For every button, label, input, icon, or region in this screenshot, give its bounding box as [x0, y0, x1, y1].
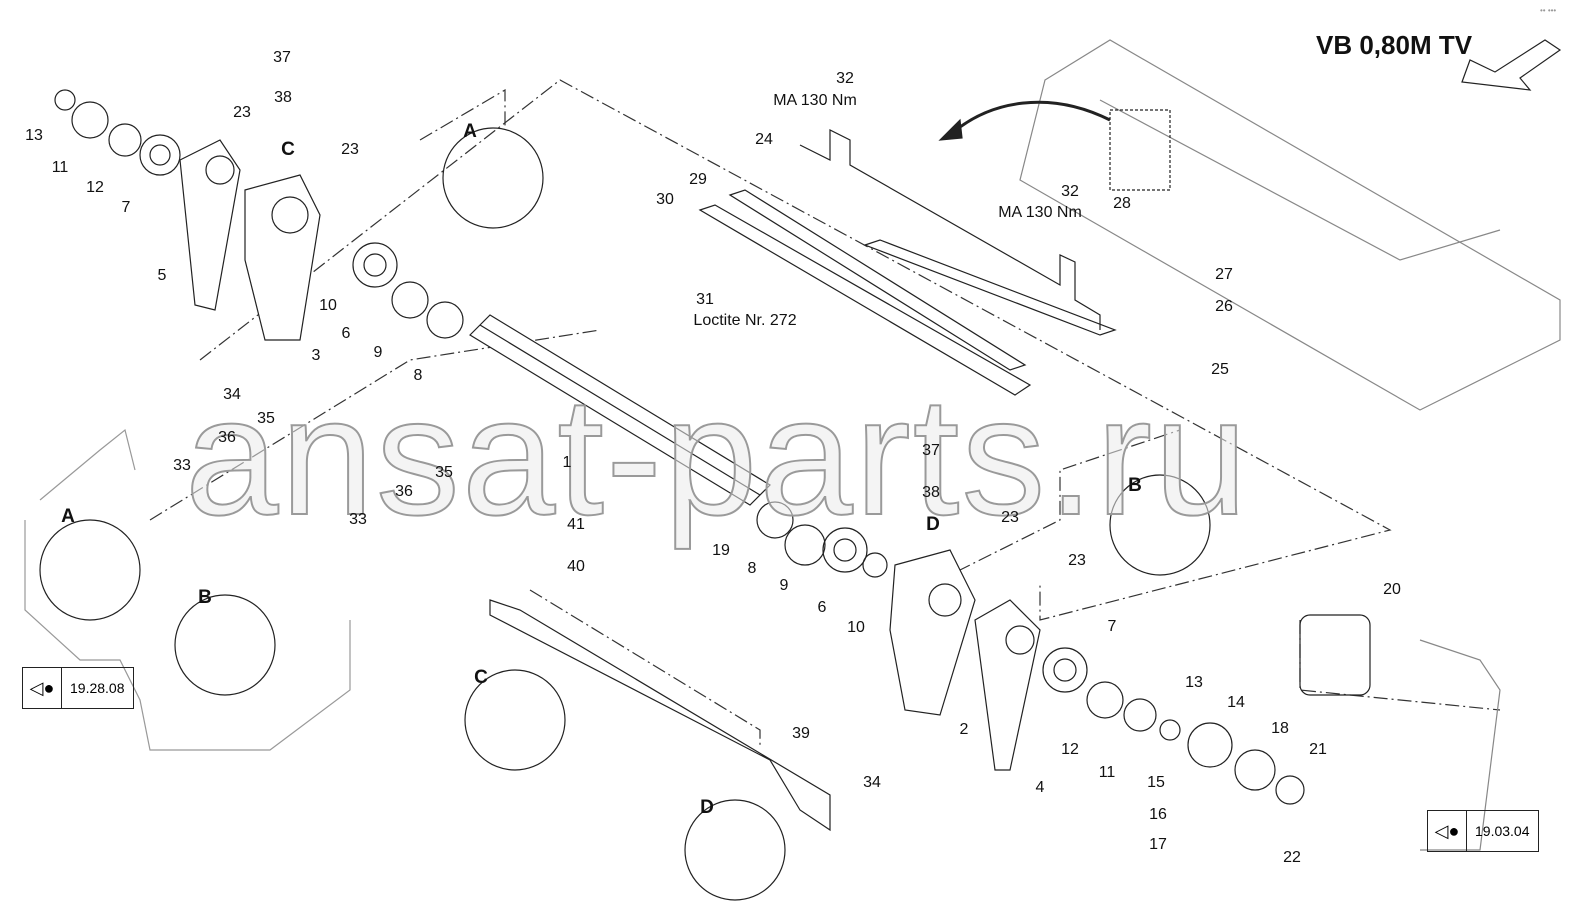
- part-callout[interactable]: 26: [1215, 298, 1233, 315]
- part-callout[interactable]: 9: [779, 577, 789, 594]
- part-callout[interactable]: MA 130 Nm: [773, 92, 857, 109]
- part-callout[interactable]: 8: [747, 560, 757, 577]
- part-callout[interactable]: 37: [922, 442, 940, 459]
- part-callout[interactable]: 11: [1098, 764, 1116, 781]
- part-callout[interactable]: 13: [1185, 674, 1203, 691]
- detail-view-label[interactable]: B: [198, 587, 212, 608]
- part-callout[interactable]: 23: [341, 141, 359, 158]
- part-callout[interactable]: 12: [86, 179, 104, 196]
- corner-mark: •• •••: [1540, 6, 1557, 15]
- part-callout[interactable]: 2: [959, 721, 969, 738]
- part-callout[interactable]: 35: [257, 410, 275, 427]
- part-callout[interactable]: 32: [836, 70, 854, 87]
- part-callout[interactable]: 10: [847, 619, 865, 636]
- part-callout[interactable]: 32: [1061, 183, 1079, 200]
- part-callout[interactable]: 3: [311, 347, 321, 364]
- part-callout[interactable]: 23: [1068, 552, 1086, 569]
- part-callout[interactable]: 17: [1149, 836, 1167, 853]
- part-callout[interactable]: 40: [567, 558, 585, 575]
- part-callout[interactable]: 28: [1113, 195, 1131, 212]
- part-callout[interactable]: 30: [656, 191, 674, 208]
- detail-view-label[interactable]: B: [1128, 475, 1142, 496]
- shaft: [469, 314, 771, 506]
- part-callout[interactable]: 25: [1211, 361, 1229, 378]
- part-callout[interactable]: 27: [1215, 266, 1233, 283]
- part-callout[interactable]: 13: [25, 127, 43, 144]
- part-callout[interactable]: 37: [273, 49, 291, 66]
- part-callout[interactable]: 34: [223, 386, 241, 403]
- detail-view-label[interactable]: A: [61, 506, 75, 527]
- reference-box-19-28-08[interactable]: ◁● 19.28.08: [22, 667, 134, 709]
- part-callout[interactable]: 38: [922, 484, 940, 501]
- reference-box-19-03-04[interactable]: ◁● 19.03.04: [1427, 810, 1539, 852]
- part-callout[interactable]: 41: [567, 516, 585, 533]
- part-callout[interactable]: 10: [319, 297, 337, 314]
- part-callout[interactable]: 1: [562, 454, 572, 471]
- part-callout[interactable]: Loctite Nr. 272: [693, 312, 797, 329]
- part-callout[interactable]: 16: [1149, 806, 1167, 823]
- part-callout[interactable]: 34: [863, 774, 881, 791]
- part-callout[interactable]: 6: [817, 599, 827, 616]
- part-callout[interactable]: 7: [1107, 618, 1117, 635]
- part-callout[interactable]: 15: [1147, 774, 1165, 791]
- part-callout[interactable]: 12: [1061, 741, 1079, 758]
- eye-icon: ◁●: [23, 668, 62, 708]
- part-callout[interactable]: 20: [1383, 581, 1401, 598]
- detail-view-label[interactable]: D: [926, 514, 940, 535]
- part-callout[interactable]: 23: [1001, 509, 1019, 526]
- part-callout[interactable]: 36: [395, 483, 413, 500]
- part-callout[interactable]: 38: [274, 89, 292, 106]
- view-title: VB 0,80M TV: [1316, 30, 1473, 60]
- part-callout[interactable]: 4: [1035, 779, 1045, 796]
- part-callout[interactable]: 23: [233, 104, 251, 121]
- part-callout[interactable]: 21: [1309, 741, 1327, 758]
- part-callout[interactable]: 6: [341, 325, 351, 342]
- part-callout[interactable]: 24: [755, 131, 773, 148]
- detail-view-label[interactable]: C: [474, 667, 488, 688]
- part-callout[interactable]: 36: [218, 429, 236, 446]
- part-callout[interactable]: 19: [712, 542, 730, 559]
- reference-label: 19.03.04: [1475, 823, 1530, 839]
- part-callout[interactable]: 11: [51, 159, 69, 176]
- detail-view-label[interactable]: C: [281, 139, 295, 160]
- part-callout[interactable]: 5: [157, 267, 167, 284]
- part-callout[interactable]: 14: [1227, 694, 1245, 711]
- reference-label: 19.28.08: [70, 680, 125, 696]
- eye-icon: ◁●: [1428, 811, 1467, 851]
- detail-view-label[interactable]: A: [463, 121, 477, 142]
- part-callout[interactable]: 8: [413, 367, 423, 384]
- detail-view-label[interactable]: D: [700, 797, 714, 818]
- part-callout[interactable]: 9: [373, 344, 383, 361]
- part-callout[interactable]: 33: [349, 511, 367, 528]
- part-callout[interactable]: 35: [435, 464, 453, 481]
- part-callout[interactable]: 7: [121, 199, 131, 216]
- part-callout[interactable]: 33: [173, 457, 191, 474]
- part-callout[interactable]: 29: [689, 171, 707, 188]
- part-callout[interactable]: MA 130 Nm: [998, 204, 1082, 221]
- part-callout[interactable]: 31: [696, 291, 714, 308]
- part-callout[interactable]: 18: [1271, 720, 1289, 737]
- part-callout[interactable]: 39: [792, 725, 810, 742]
- part-callout[interactable]: 22: [1283, 849, 1301, 866]
